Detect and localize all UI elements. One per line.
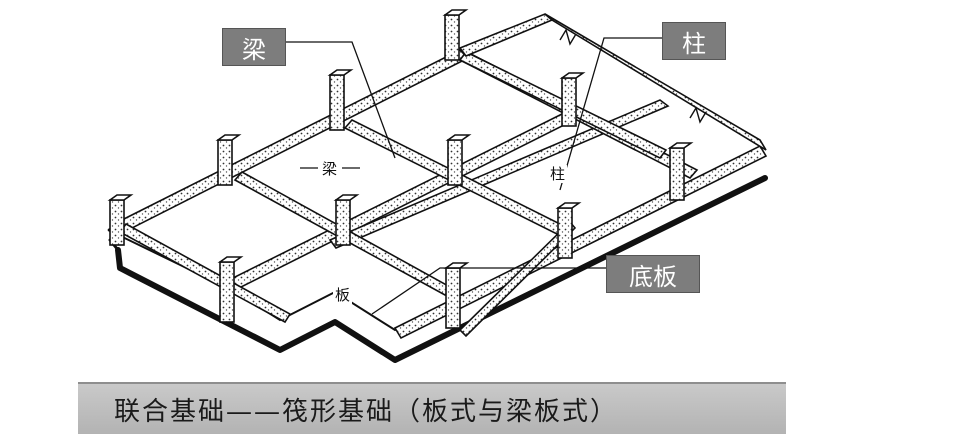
column-10 <box>555 202 582 259</box>
column-6 <box>333 194 360 246</box>
column-9 <box>443 262 470 329</box>
beams-long <box>110 49 768 340</box>
column-4 <box>442 9 469 61</box>
callout-bottom-slab: 底板 <box>606 255 700 293</box>
column-3 <box>327 69 354 131</box>
column-2 <box>215 134 242 186</box>
column-7 <box>445 134 472 186</box>
callout-column: 柱 <box>662 22 726 60</box>
callout-beam: 梁 <box>222 28 286 66</box>
column-8 <box>559 72 586 127</box>
leader-column <box>559 37 662 191</box>
break-marks <box>559 28 707 124</box>
leader-beam <box>286 41 396 159</box>
inline-label-column: 柱 <box>548 165 568 183</box>
inline-label-beam: 梁 <box>320 160 340 178</box>
column-11 <box>667 142 694 201</box>
top-beam <box>458 13 767 151</box>
column-5 <box>217 256 244 323</box>
columns <box>107 9 694 329</box>
inline-label-slab: 板 <box>333 286 353 304</box>
leader-lines <box>286 37 662 315</box>
leader-bottom-slab <box>371 267 606 315</box>
caption-bar: 联合基础——筏形基础（板式与梁板式） <box>78 382 786 434</box>
column-1 <box>107 194 134 246</box>
caption-text: 联合基础——筏形基础（板式与梁板式） <box>114 396 619 427</box>
